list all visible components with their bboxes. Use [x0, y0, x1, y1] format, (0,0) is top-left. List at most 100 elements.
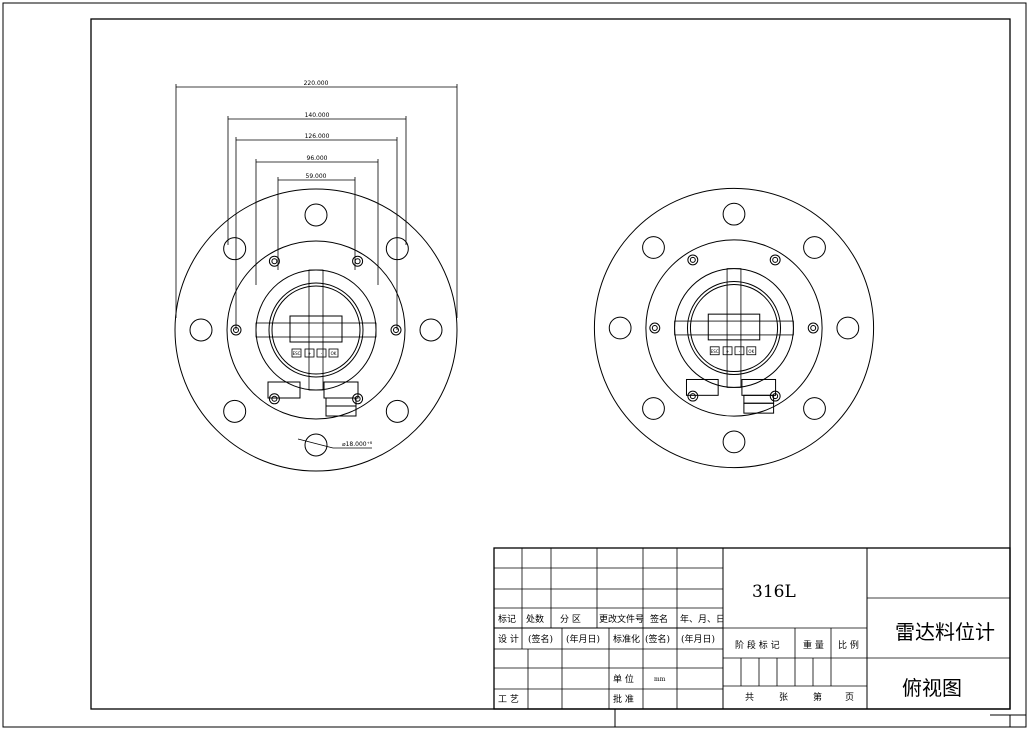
display-bezel	[271, 285, 361, 375]
right-flange-view: ESC+-OK	[593, 187, 875, 469]
gland-cap	[743, 402, 775, 414]
label-unit: 单 位	[613, 673, 634, 685]
flange-outer	[174, 188, 458, 472]
label-page: 页	[845, 692, 854, 703]
display-bezel	[689, 283, 779, 373]
label-design: 设 计	[498, 633, 519, 645]
screw-inner	[651, 325, 658, 331]
label-sign-name: (签名)	[528, 633, 553, 645]
label-zone: 分 区	[560, 614, 581, 625]
gland-cap	[325, 405, 357, 417]
label-mark: 标记	[498, 613, 516, 625]
dimension-lines: 220.000 140.000 126.000 96.000 59.000 ⌀1…	[175, 80, 458, 449]
key-label: +	[726, 349, 729, 354]
dim-220: 220.000	[304, 80, 329, 87]
label-weight: 重 量	[803, 639, 824, 651]
left-flange-view: ESC + - OK	[174, 188, 458, 472]
dim-126: 126.000	[305, 133, 330, 140]
gland-nut	[325, 397, 357, 407]
key-label: +	[308, 351, 311, 356]
screw	[390, 324, 402, 336]
inner-frame-border	[90, 18, 1011, 710]
dim-96: 96.000	[307, 155, 328, 162]
bolt-hole	[608, 316, 632, 340]
key-label: OK	[748, 349, 754, 354]
key-label: ESC	[293, 351, 301, 356]
screw-inner	[689, 393, 696, 400]
screw	[687, 390, 699, 402]
label-sign-date: (年月日)	[566, 633, 600, 645]
dim-140: 140.000	[305, 112, 330, 119]
screw-inner	[689, 256, 696, 263]
flange-outer	[593, 187, 875, 469]
key-button	[722, 346, 733, 356]
key-button	[709, 346, 720, 356]
bolt-hole	[722, 430, 746, 454]
gland-left	[267, 381, 301, 399]
view-name: 俯视图	[902, 676, 962, 700]
bolt-hole	[722, 202, 746, 226]
screw	[649, 322, 661, 334]
housing-outer	[255, 269, 377, 391]
housing-inner	[268, 282, 364, 378]
screw	[769, 254, 781, 266]
label-sign-date2: (年月日)	[681, 633, 715, 645]
screw-inner	[354, 258, 361, 265]
screw-inner	[393, 327, 399, 333]
label-total: 共	[745, 692, 754, 703]
key-button	[316, 348, 327, 358]
label-signature: 签名	[650, 613, 668, 625]
label-change-doc: 更改文件号	[599, 613, 644, 625]
label-sign-name2: (签名)	[645, 633, 670, 645]
key-button	[304, 348, 315, 358]
label-count: 处数	[526, 613, 544, 625]
screw	[268, 393, 280, 405]
screw-inner	[271, 258, 278, 265]
label-standardize: 标准化	[613, 633, 640, 645]
key-button	[746, 346, 757, 356]
rib-vertical	[726, 268, 742, 388]
screw	[268, 255, 280, 267]
bolt-hole	[385, 399, 409, 423]
label-page-no: 第	[813, 691, 822, 703]
key-button	[734, 346, 745, 356]
gland-nut	[743, 394, 775, 404]
key-label: -	[321, 351, 323, 356]
bolt-hole	[223, 399, 247, 423]
bolt-hole	[223, 237, 247, 261]
dim-hole: ⌀18.000⁺⁸	[342, 441, 373, 448]
rib-horizontal	[255, 322, 377, 338]
label-date: 年、月、日	[680, 613, 725, 625]
key-label: OK	[331, 351, 337, 356]
title-block: 标记 处数 分 区 更改文件号 签名 年、月、日 设 计 (签名) (年月日) …	[493, 547, 1011, 710]
bolt-hole	[642, 236, 665, 259]
label-approve: 批 准	[613, 693, 634, 705]
bolt-hole	[189, 318, 213, 342]
lcd-display	[707, 313, 761, 341]
rib-vertical	[308, 269, 324, 391]
rib-horizontal	[674, 320, 794, 336]
unit-value: mm	[654, 676, 666, 683]
housing-inner	[686, 280, 782, 376]
label-process: 工 艺	[498, 694, 519, 705]
housing-outer	[674, 268, 794, 388]
product-name: 雷达料位计	[895, 620, 995, 644]
bolt-hole	[304, 203, 328, 227]
screw	[807, 322, 819, 334]
body-ring	[645, 239, 823, 417]
screw-inner	[772, 256, 779, 263]
gland-left	[685, 378, 719, 396]
key-label: ESC	[711, 349, 719, 354]
dim-59: 59.000	[306, 173, 327, 180]
key-button	[328, 348, 339, 358]
screw-inner	[271, 395, 278, 402]
bolt-hole	[803, 397, 826, 420]
bolt-hole	[419, 318, 443, 342]
screw	[352, 255, 364, 267]
material-text: 316L	[752, 582, 796, 602]
bolt-hole	[803, 236, 826, 259]
body-ring	[226, 240, 406, 420]
label-scale: 比 例	[838, 639, 859, 651]
key-button	[291, 348, 302, 358]
